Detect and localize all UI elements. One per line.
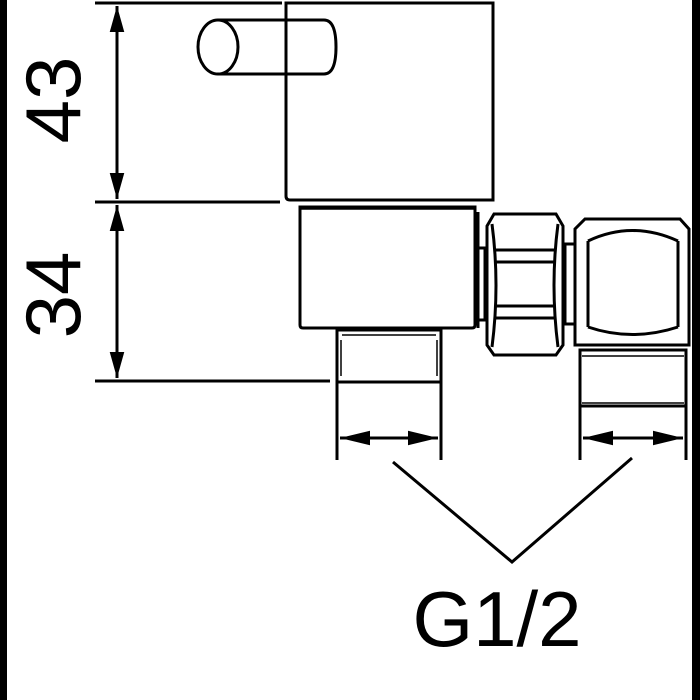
thread-label: G1/2 [412, 575, 581, 663]
leader-lines [392, 456, 633, 564]
dimension-upper-label: 43 [9, 57, 97, 144]
valve-body [284, 1, 495, 330]
compression-nut [475, 212, 577, 357]
dimension-lower-label: 34 [9, 252, 97, 339]
elbow-fitting [573, 217, 691, 460]
right-border [692, 0, 700, 700]
extension-lines [95, 1, 330, 383]
left-border [0, 0, 7, 700]
handle [196, 18, 338, 76]
outlet-nipple [335, 328, 443, 460]
